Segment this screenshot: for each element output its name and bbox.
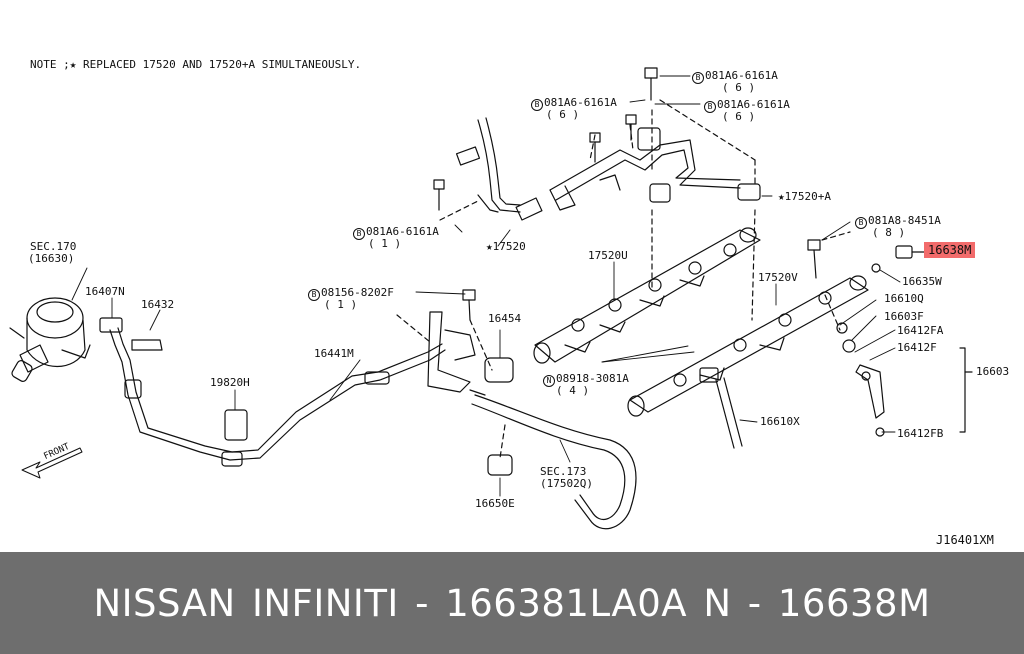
sensor-and-seals [836, 245, 973, 437]
qty-label: ( 6 ) [722, 81, 756, 94]
b-circle-icon: B [531, 99, 543, 111]
feed-pipe [99, 317, 446, 467]
label-17520v: 17520V [758, 271, 798, 284]
front-arrow [21, 447, 83, 479]
label-16412fa: 16412FA [897, 324, 944, 337]
b-circle-icon: B [308, 289, 320, 301]
qty-label: ( 6 ) [722, 110, 756, 123]
qty-label: ( 4 ) [556, 384, 590, 397]
label-16454: 16454 [488, 312, 522, 325]
injector-rod [699, 367, 743, 449]
drawing-code: J16401XM [936, 533, 994, 547]
label-17520a: ★17520+A [778, 190, 831, 203]
upper-pipe-assembly [549, 127, 761, 211]
footer-title: NISSAN INFINITI - 166381LA0A N - 16638M [93, 581, 931, 625]
label-sec173: SEC.173 [540, 465, 587, 478]
parts-diagram: NOTE ;★ REPLACED 17520 AND 17520+A SIMUL… [9, 58, 1010, 547]
b-circle-icon: B [855, 217, 867, 229]
part-number: 081A8-8451A [868, 214, 941, 227]
label-16441m: 16441M [314, 347, 354, 360]
label-16412fb: 16412FB [897, 427, 944, 440]
fuel-rail-lower [627, 275, 869, 417]
leader-lines [71, 75, 925, 497]
label-16635w: 16635W [902, 275, 942, 288]
return-hose [471, 394, 637, 530]
label-16603: 16603 [976, 365, 1010, 378]
label-sec173-ref: (17502Q) [540, 477, 593, 490]
label-16407n: 16407N [85, 285, 125, 298]
label-17520u: 17520U [588, 249, 628, 262]
part-number: 081A6-6161A [705, 69, 778, 82]
part-number: 081A6-6161A [544, 96, 617, 109]
label-16638m: 16638M [924, 242, 976, 258]
part-number: 08918-3081A [556, 372, 629, 385]
label-16650e: 16650E [475, 497, 515, 510]
footer-banner: NISSAN INFINITI - 166381LA0A N - 16638M [0, 552, 1024, 654]
label-19820h: 19820H [210, 376, 250, 389]
part-number: 081A6-6161A [366, 225, 439, 238]
label-16610x: 16610X [760, 415, 800, 428]
bolts [433, 67, 821, 321]
label-16432: 16432 [141, 298, 175, 311]
label-17520: ★17520 [486, 240, 526, 253]
high-pressure-pipe [455, 117, 543, 221]
note-text: NOTE ;★ REPLACED 17520 AND 17520+A SIMUL… [30, 58, 362, 71]
n-circle-icon: N [543, 375, 555, 387]
qty-label: ( 8 ) [872, 226, 906, 239]
qty-label: ( 1 ) [324, 298, 358, 311]
dashed-guides [396, 99, 851, 459]
label-16603f: 16603F [884, 310, 924, 323]
label-sec170: SEC.170 [30, 240, 77, 253]
b-circle-icon: B [692, 72, 704, 84]
qty-label: ( 6 ) [546, 108, 580, 121]
qty-label: ( 1 ) [368, 237, 402, 250]
fuel-rail-upper [533, 227, 761, 364]
diagram-drawing [9, 67, 973, 530]
part-number: 08156-8202F [321, 286, 394, 299]
highlighted-part: 16638M [924, 242, 976, 258]
label-sec170-ref: (16630) [28, 252, 75, 265]
b-circle-icon: B [353, 228, 365, 240]
fuel-pump [9, 297, 91, 382]
bracket-clamp [427, 311, 514, 396]
part-number: 081A6-6161A [717, 98, 790, 111]
label-16610q: 16610Q [884, 292, 924, 305]
label-16412f: 16412F [897, 341, 937, 354]
b-circle-icon: B [704, 101, 716, 113]
